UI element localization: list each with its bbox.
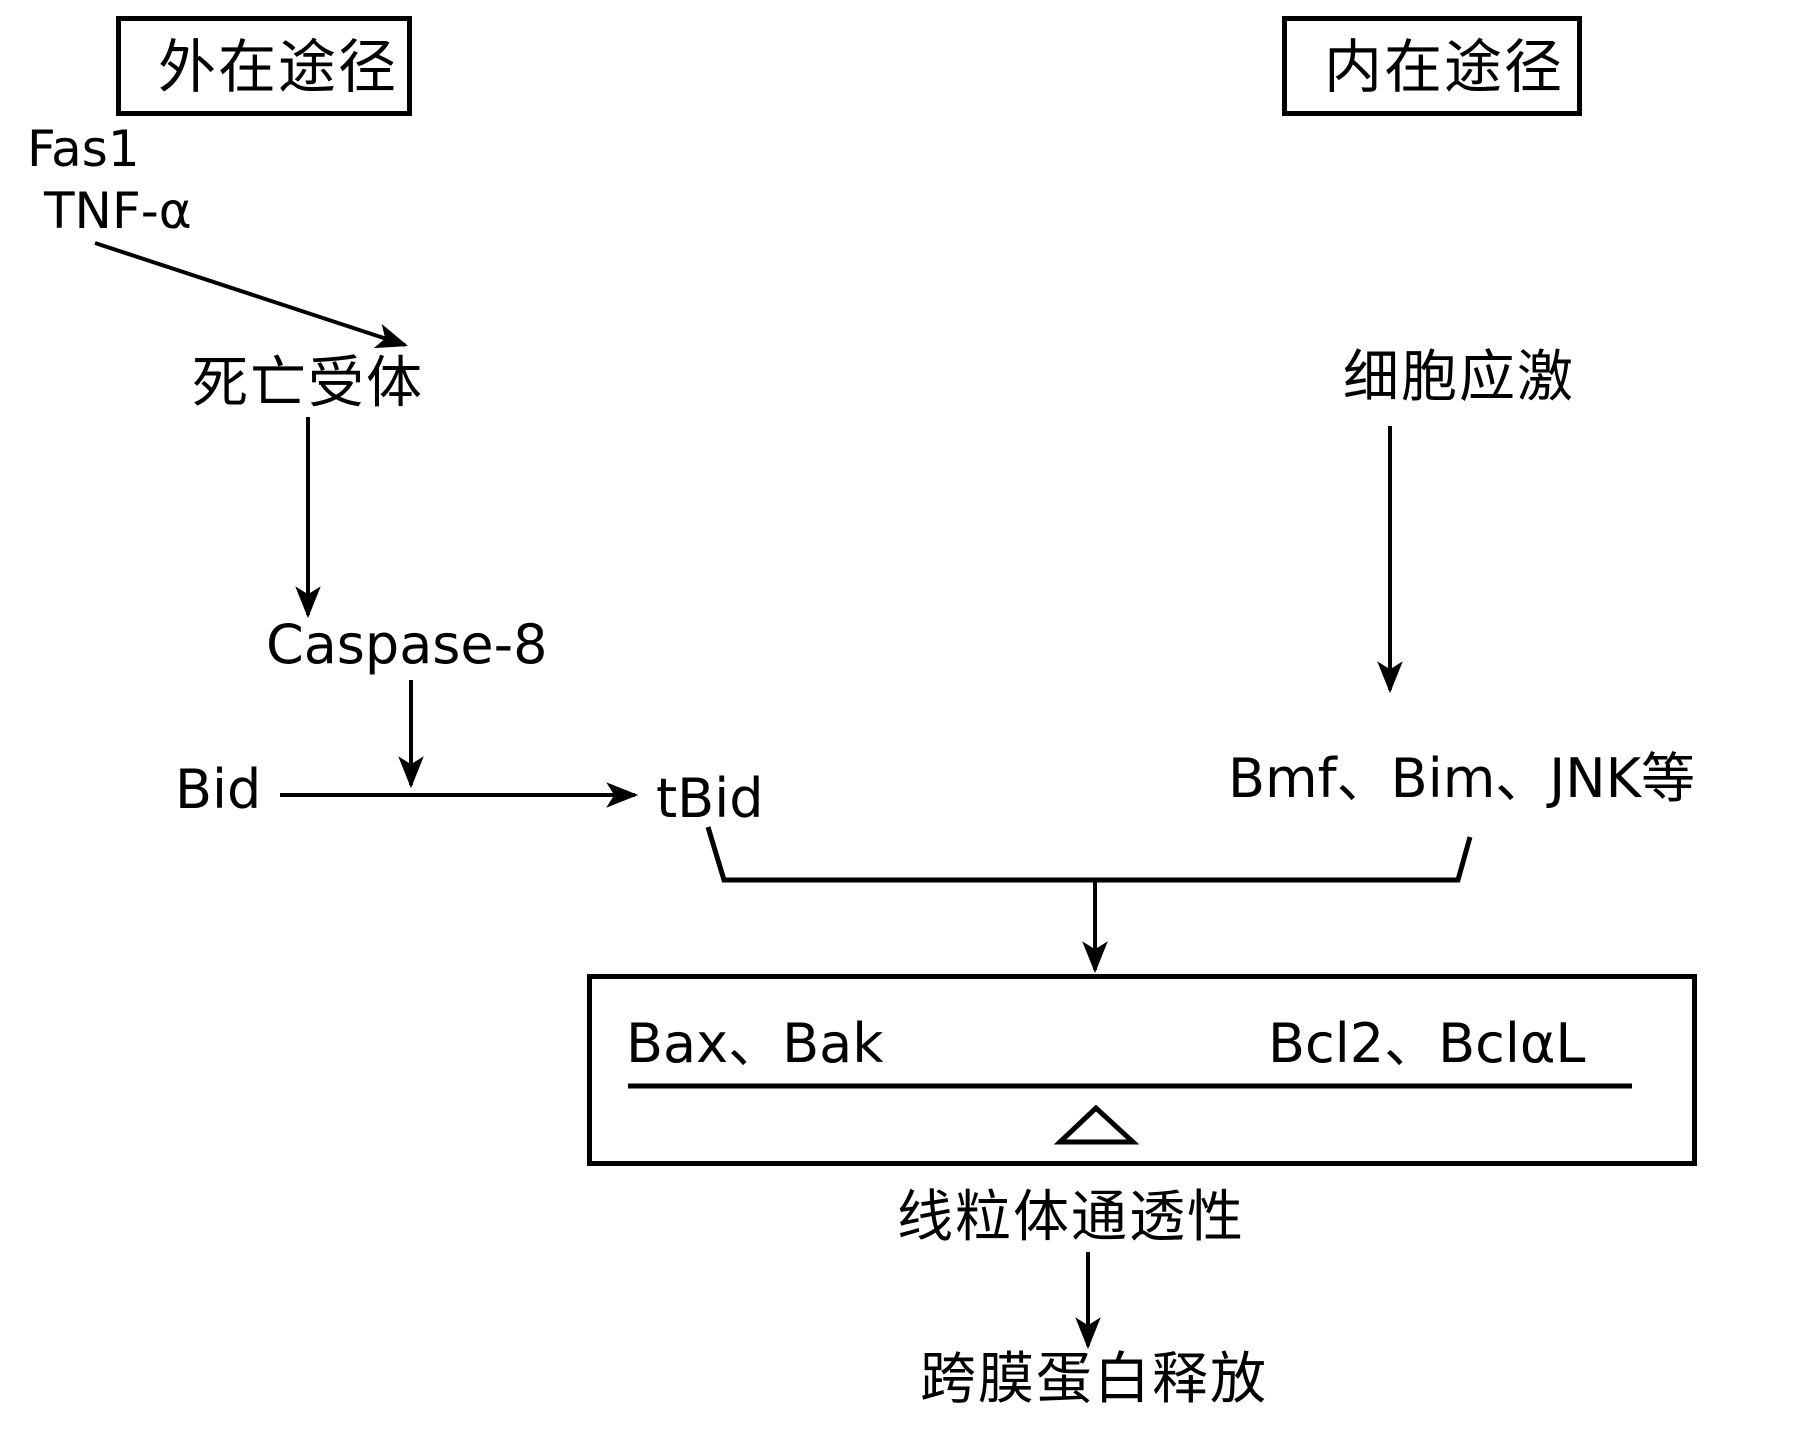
mitochondrial-permeability-label: 线粒体通透性 (897, 1185, 1245, 1250)
transmembrane-protein-release-label: 跨膜蛋白释放 (920, 1347, 1268, 1412)
mediators-label: Bmf、Bim、JNK等 (1228, 747, 1696, 810)
cell-stress-label: 细胞应激 (1343, 345, 1575, 410)
bid-label: Bid (175, 758, 262, 821)
arrow-ligand-to-receptor (94, 241, 409, 349)
tbid-label: tBid (656, 767, 764, 830)
merge-bracket (705, 826, 1473, 883)
pro-apoptotic-label: Bax、Bak (626, 1012, 884, 1075)
extrinsic-title: 外在途径 (158, 33, 399, 101)
extrinsic-title-box (116, 16, 412, 116)
caspase-8-label: Caspase-8 (266, 613, 548, 676)
balance-fulcrum-icon (1053, 1104, 1140, 1145)
intrinsic-title: 内在途径 (1324, 33, 1565, 101)
death-receptor-label: 死亡受体 (192, 351, 424, 416)
anti-apoptotic-label: Bcl2、BclαL (1268, 1012, 1586, 1075)
ligand-fas1: Fas1 (27, 120, 140, 178)
intrinsic-title-box (1282, 16, 1582, 116)
bcl2-balance-box (587, 974, 1697, 1166)
ligand-tnf-alpha: TNF-α (44, 182, 192, 240)
